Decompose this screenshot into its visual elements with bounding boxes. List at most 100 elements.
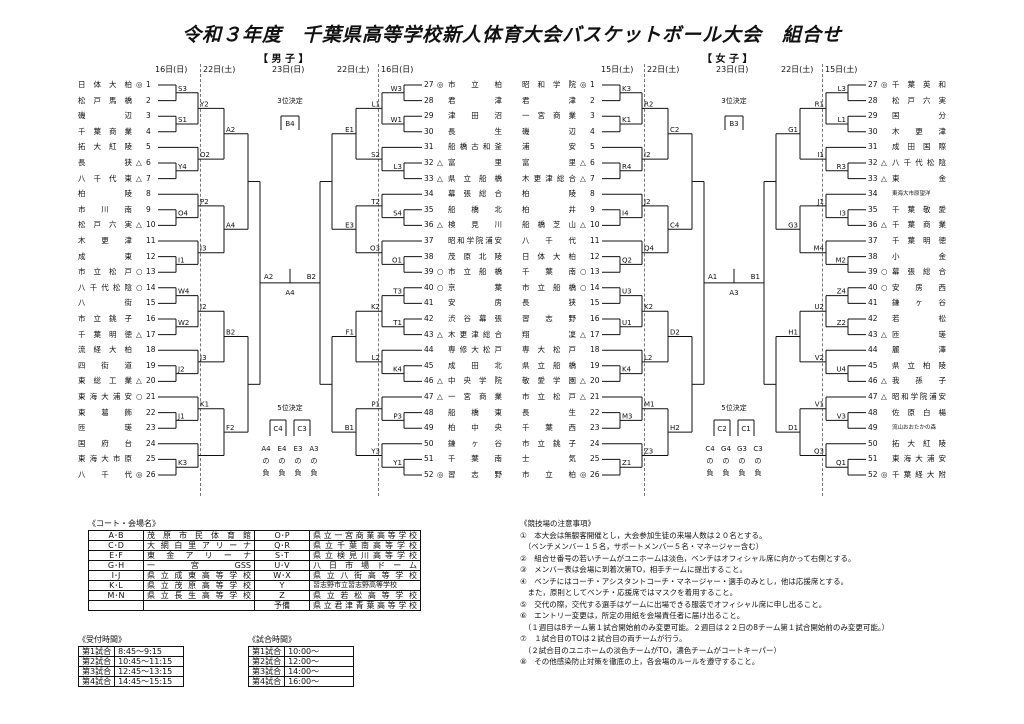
bracket-label: の	[707, 457, 714, 465]
bracket-label: I2	[644, 151, 651, 159]
seed-mark: ○	[136, 282, 143, 292]
seed-mark: ◎	[580, 470, 587, 479]
team-name: 東葛飾	[78, 407, 132, 417]
seed-mark: ○	[881, 267, 888, 277]
team-number: 22	[146, 407, 156, 417]
team-name: 長狭	[78, 158, 132, 167]
game-time: 16:00～	[284, 676, 355, 687]
team-number: 23	[146, 423, 156, 433]
notes-section: 《競技場の注意事項》 ① 本大会は無観客開催とし，大会参加生徒の来場人数は２０名…	[520, 518, 1020, 668]
game-label: 第3試合	[77, 666, 116, 677]
team-name: 柏陵	[78, 189, 132, 199]
team-number: 14	[146, 282, 156, 292]
team-name: 専修大松戸	[448, 345, 502, 355]
bracket-label: R2	[644, 100, 653, 108]
seed-mark: △	[881, 220, 887, 230]
team-number: 21	[146, 392, 156, 401]
bracket-label: E4	[278, 445, 287, 453]
court-venue: 八日市場ドーム	[309, 560, 421, 571]
bracket-label: 5位決定	[277, 403, 302, 412]
bracket-label: C3	[753, 445, 762, 453]
team-name: 市立船橋	[448, 267, 502, 277]
team-name: 検見川	[448, 220, 502, 230]
date-header: 22日(土)	[203, 65, 236, 74]
team-name: 成田国際	[892, 142, 946, 152]
team-name: 長狭	[522, 298, 576, 308]
team-name: 市川南	[78, 204, 132, 214]
team-number: 17	[590, 329, 600, 339]
team-name: 四街道	[78, 360, 132, 370]
team-name: 成東	[78, 251, 132, 261]
game-time: 10:00～	[284, 646, 355, 657]
team-name: 市立柏	[522, 470, 576, 479]
team-name: 八千代松陰	[892, 158, 946, 167]
bracket-label: L2	[644, 354, 652, 362]
team-number: 27	[424, 80, 434, 89]
bracket-label: 負	[739, 468, 746, 477]
team-number: 34	[424, 189, 434, 199]
team-number: 36	[424, 220, 434, 230]
team-number: 45	[868, 360, 878, 370]
team-number: 16	[590, 314, 600, 323]
team-number: 10	[146, 220, 156, 230]
team-name: 市立柏	[448, 80, 502, 89]
bracket-label: O3	[370, 245, 380, 253]
team-name: 八千代	[522, 236, 576, 245]
team-number: 50	[424, 438, 434, 448]
seed-mark: ◎	[136, 80, 143, 89]
team-number: 26	[146, 470, 156, 479]
team-name: 昭和学院	[522, 80, 576, 89]
bracket-label: K4	[393, 366, 403, 374]
team-number: 15	[590, 298, 600, 308]
bracket-label: L1	[838, 116, 846, 124]
bracket-label: T1	[392, 319, 402, 327]
game-time: 12:45～13:15	[114, 666, 185, 677]
team-name: 市立船橋	[522, 282, 576, 292]
bracket-label: の	[739, 457, 746, 465]
court-venue: 一宮GSS	[143, 560, 255, 571]
bracket-label: B2	[307, 273, 316, 281]
bracket-label: O1	[392, 256, 402, 264]
bracket-label: I2	[200, 303, 207, 311]
team-number: 6	[590, 158, 595, 167]
team-number: 46	[868, 376, 878, 386]
team-name: 流山おおたかの森	[892, 425, 937, 432]
bracket-label: P3	[393, 412, 402, 420]
team-name: 中央学院	[448, 376, 502, 386]
team-name: 匝瑳	[78, 423, 132, 433]
bracket-label: 3位決定	[721, 96, 746, 105]
bracket-label: J2	[177, 366, 185, 374]
team-name: 八千代	[78, 470, 132, 479]
team-number: 45	[424, 360, 434, 370]
bracket-label: S1	[178, 116, 187, 124]
court-venue: 県立八街高等学校	[309, 570, 421, 581]
team-number: 43	[868, 329, 878, 339]
bracket-label: 負	[279, 468, 286, 477]
team-name: 長生	[448, 126, 502, 136]
team-number: 29	[424, 111, 434, 121]
bracket-label: B3	[729, 120, 738, 128]
bracket-label: I3	[839, 210, 846, 218]
note-line: ⑧ その他感染防止対策を徹底の上，各会場のルールを遵守すること。	[520, 657, 760, 666]
notes-title: 《競技場の注意事項》	[520, 519, 595, 528]
bracket-label: K4	[622, 366, 632, 374]
team-number: 37	[868, 236, 878, 245]
date-header: 22日(土)	[781, 65, 814, 74]
team-number: 40	[868, 282, 878, 292]
team-name: 君津	[448, 95, 502, 105]
team-number: 52	[868, 470, 878, 479]
team-number: 13	[590, 267, 600, 277]
seed-mark: ◎	[881, 80, 888, 89]
bracket-label: A2	[226, 126, 235, 134]
bracket-label: A2	[264, 273, 273, 281]
seed-mark: △	[136, 220, 142, 230]
